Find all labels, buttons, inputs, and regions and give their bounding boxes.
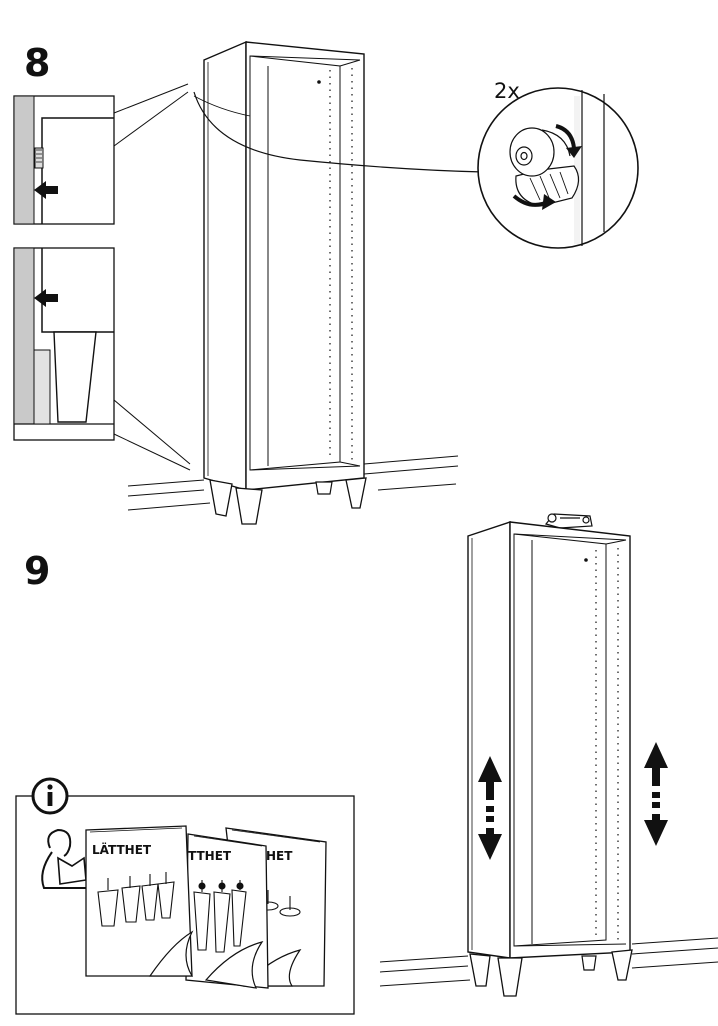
info-box: HET TTHET — [15, 777, 355, 1015]
svg-text:LÄTTHET: LÄTTHET — [92, 842, 152, 857]
arrow-left-icon — [34, 289, 58, 307]
manual-booklet-2: TTHET — [185, 833, 269, 989]
cabinet-step-9 — [467, 521, 633, 997]
step-9-number: 9 — [24, 549, 51, 593]
up-down-arrow-icon — [644, 742, 668, 846]
up-down-arrow-icon — [478, 756, 502, 860]
wall-anchor — [544, 513, 593, 529]
quantity-label: 2x — [494, 79, 520, 103]
floor-step-8 — [127, 455, 459, 511]
arrow-left-icon — [34, 181, 58, 199]
step-8-number: 8 — [24, 41, 51, 85]
info-icon — [31, 777, 69, 815]
rotate-arrow-icon — [555, 124, 582, 158]
detail-panel-bottom — [13, 247, 115, 441]
zoom-circle — [477, 87, 639, 249]
svg-text:TTHET: TTHET — [188, 849, 232, 863]
rotate-arrow-icon — [512, 194, 556, 210]
levelling-foot — [509, 127, 580, 207]
reading-person-icon — [41, 828, 95, 889]
detail-panel-top — [13, 95, 115, 225]
svg-text:HET: HET — [266, 849, 293, 863]
manual-booklet-1: LÄTTHET — [85, 825, 194, 977]
floor-step-9 — [379, 937, 718, 987]
cabinet-step-8 — [203, 40, 367, 525]
